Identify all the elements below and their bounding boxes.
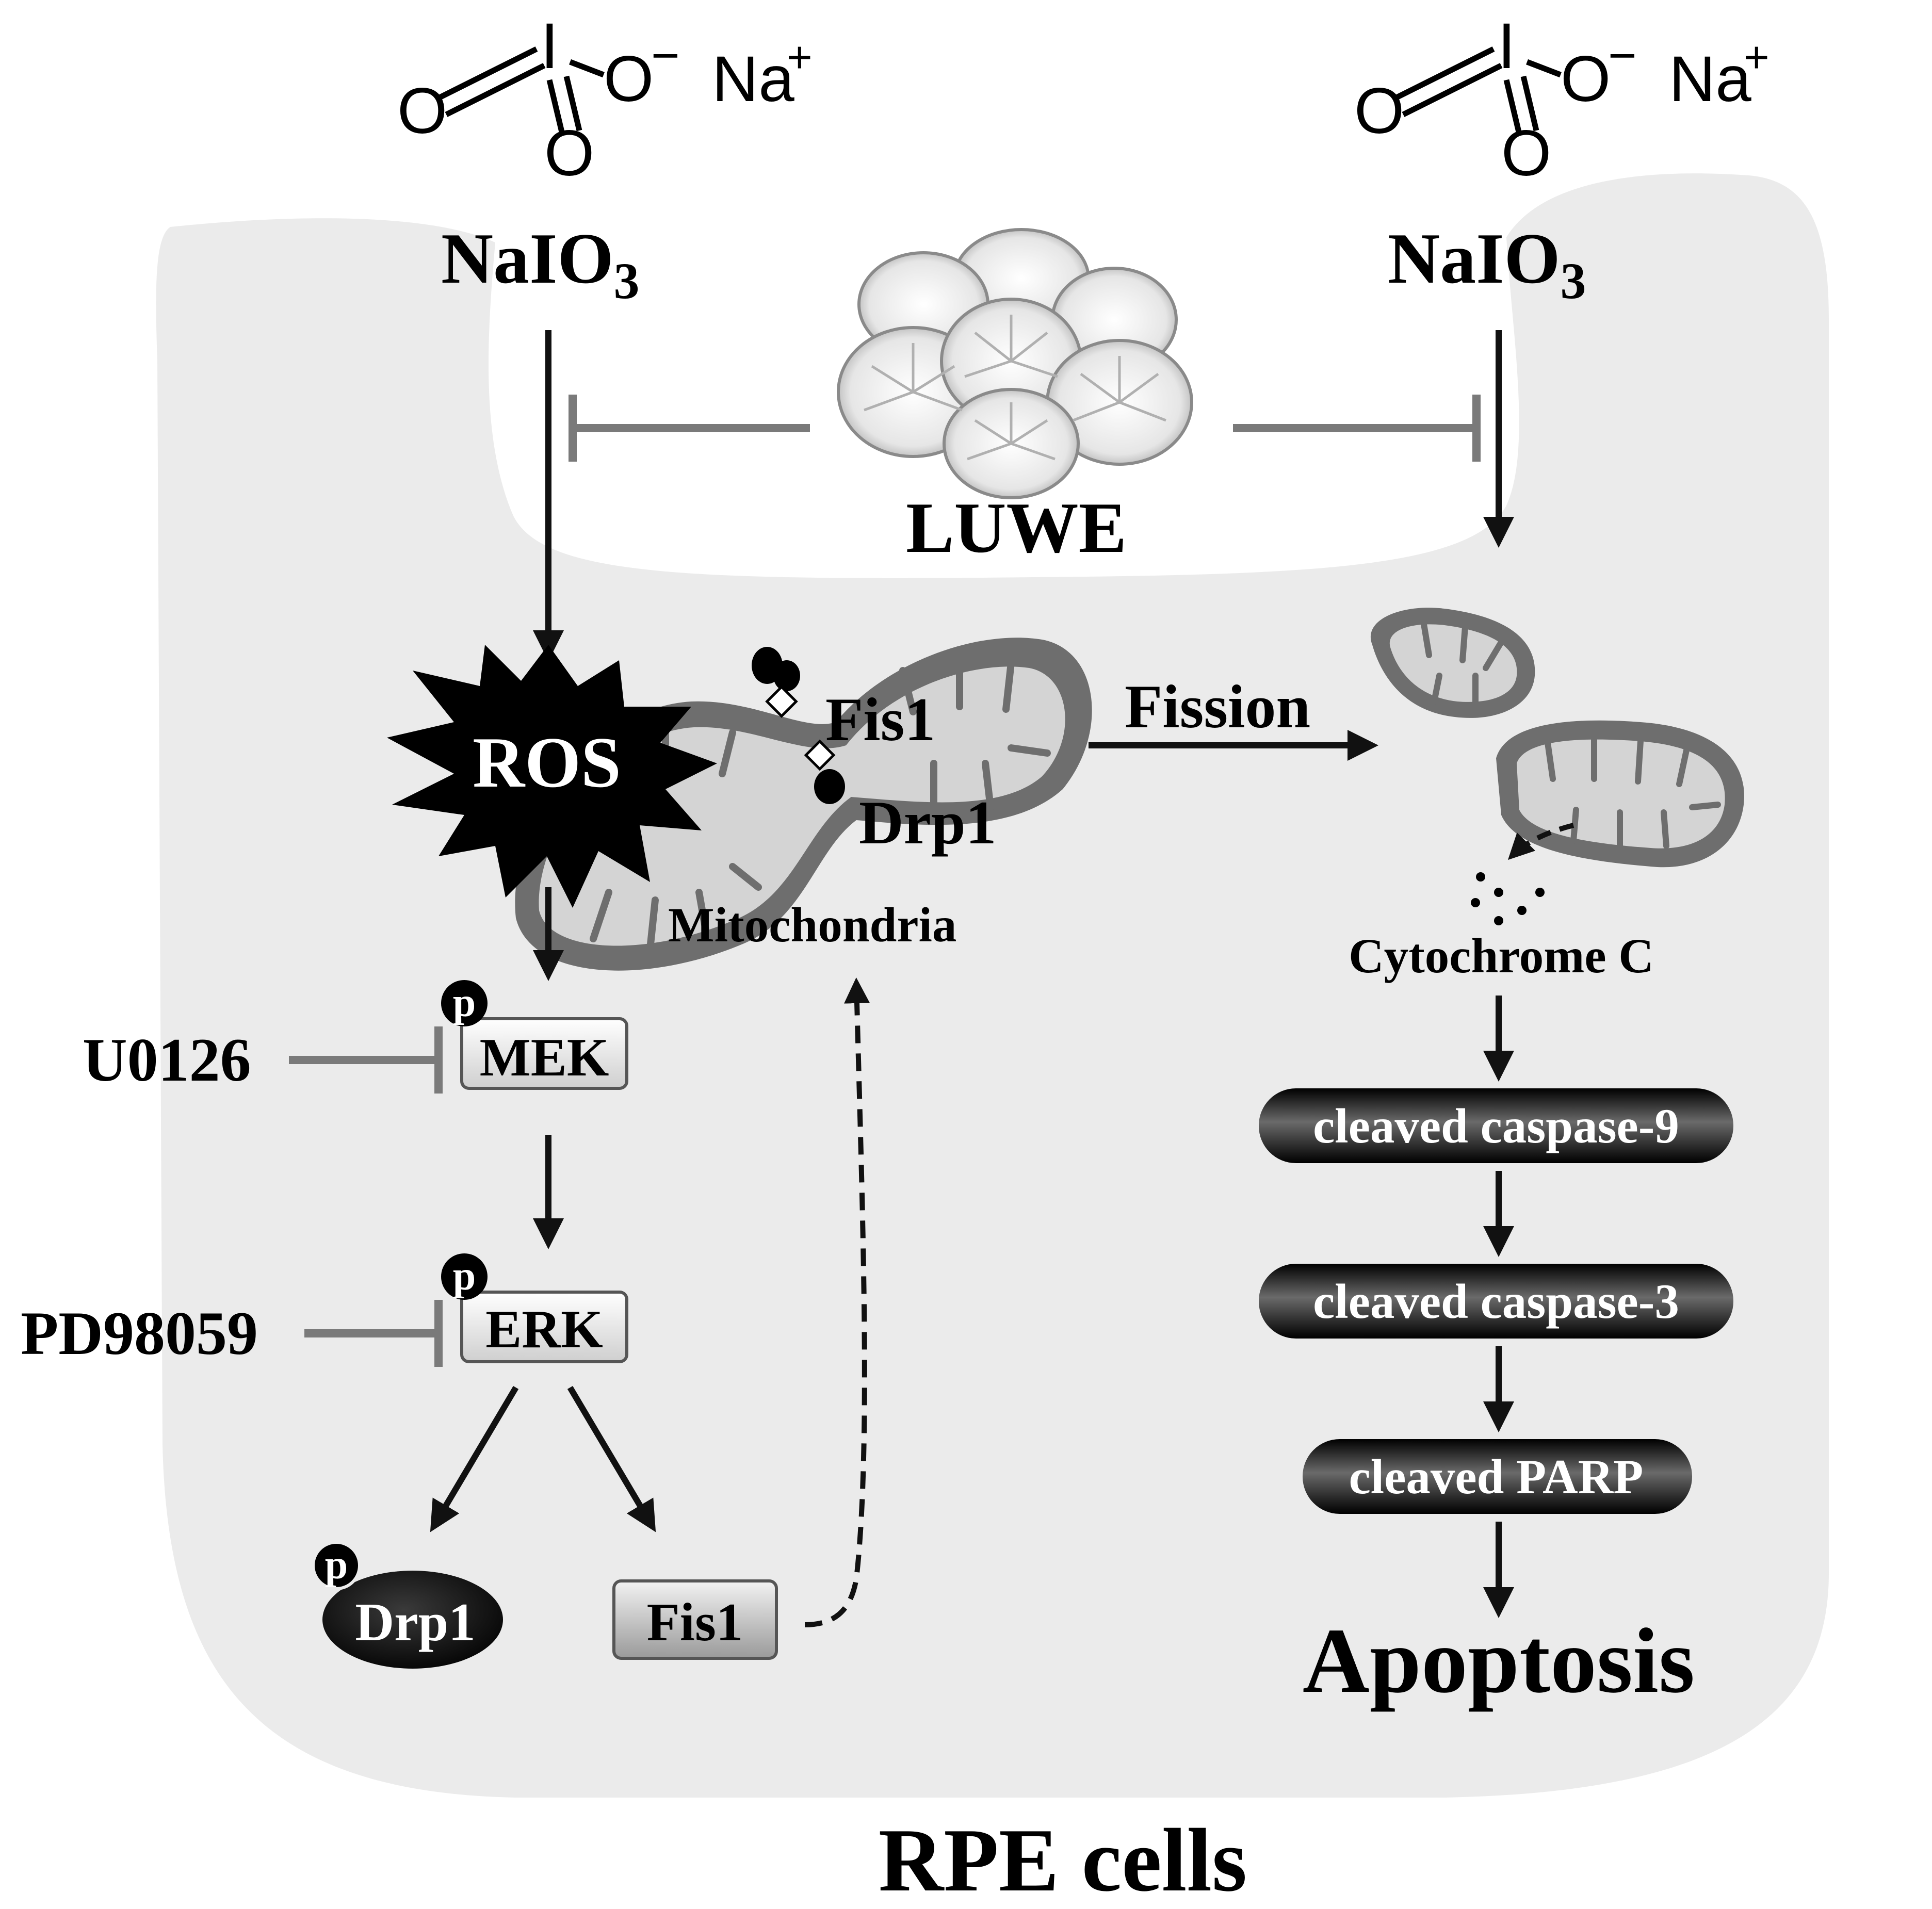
luwe-inhibits-right: [1233, 395, 1481, 462]
erk-node: [460, 1291, 628, 1363]
parp-label: cleaved PARP: [1349, 1449, 1644, 1504]
ros-label: ROS: [473, 723, 621, 803]
mek-phospho-label: p: [453, 980, 476, 1025]
minus-charge: −: [1608, 28, 1636, 83]
drp1-phospho-label: p: [325, 1542, 348, 1588]
pd98059-label: PD98059: [21, 1299, 258, 1367]
naio3-structure-left: O I O O − Na +: [397, 10, 813, 189]
fis1-mito-label: Fis1: [825, 685, 935, 754]
caspase9-label: cleaved caspase-9: [1313, 1099, 1679, 1153]
oxygen-atom-bottom: O: [1501, 118, 1551, 189]
drp1-mito-label: Drp1: [859, 788, 997, 857]
caspase3-label: cleaved caspase-3: [1313, 1274, 1679, 1329]
caspase3-node: [1259, 1264, 1733, 1339]
mitochondria-label: Mitochondria: [668, 898, 956, 952]
mek-node: [460, 1017, 628, 1090]
drp1-node-label: Drp1: [355, 1592, 475, 1652]
sodium-cation: Na: [1669, 43, 1751, 115]
fis1-node-label: Fis1: [647, 1592, 743, 1652]
caspase9-node: [1259, 1088, 1733, 1163]
cytochrome-release-arrow: [1507, 823, 1574, 860]
oxygen-atom-bottom: O: [544, 118, 594, 189]
luwe-inhibits-left: [569, 395, 810, 462]
fragmented-mitochondrion-large: [1496, 720, 1744, 868]
erk-phospho-label: p: [453, 1253, 476, 1299]
fis1-to-mitochondria-arrow: [804, 977, 870, 1627]
plus-charge: +: [1744, 33, 1769, 82]
cytochrome-particles: [1471, 872, 1545, 925]
cytochrome-c-label: Cytochrome C: [1349, 928, 1654, 983]
plus-charge: +: [787, 33, 813, 82]
mek-label: MEK: [480, 1027, 609, 1087]
fragmented-mitochondrion-small: [1370, 608, 1535, 718]
oxygen-atom-left: O: [1354, 75, 1404, 147]
oxygen-anion: O: [1561, 43, 1611, 115]
minus-charge: −: [651, 28, 679, 83]
drp1-node: [322, 1571, 503, 1669]
fis1-node: [612, 1579, 778, 1660]
pd98059-inhibits-erk: [304, 1300, 443, 1367]
mek-phospho-icon: [441, 980, 488, 1026]
fission-label: Fission: [1125, 672, 1310, 741]
oxygen-atom-left: O: [397, 75, 447, 147]
drp1-phospho-icon: [312, 1541, 361, 1590]
parp-node: [1303, 1439, 1692, 1514]
iodine-atom: I: [541, 10, 559, 82]
luwe-lemon-icon: [837, 228, 1193, 499]
erk-to-fis1-arrow: [567, 1385, 656, 1532]
rpe-cells-label: RPE cells: [879, 1810, 1247, 1909]
u0126-inhibits-mek: [289, 1026, 443, 1094]
u0126-label: U0126: [83, 1025, 251, 1094]
naio3-label-left: NaIO3: [441, 219, 639, 309]
erk-phospho-icon: [441, 1253, 488, 1300]
naio3-structure-right: O I O O − Na +: [1354, 10, 1769, 189]
sodium-cation: Na: [712, 43, 794, 115]
erk-label: ERK: [485, 1299, 603, 1359]
naio3-label-right: NaIO3: [1388, 219, 1586, 309]
luwe-label: LUWE: [906, 488, 1127, 568]
ros-burst: [387, 645, 717, 908]
oxygen-anion: O: [604, 43, 654, 115]
apoptosis-label: Apoptosis: [1303, 1609, 1695, 1712]
iodine-atom: I: [1498, 10, 1516, 82]
erk-to-drp1-arrow: [430, 1385, 519, 1532]
